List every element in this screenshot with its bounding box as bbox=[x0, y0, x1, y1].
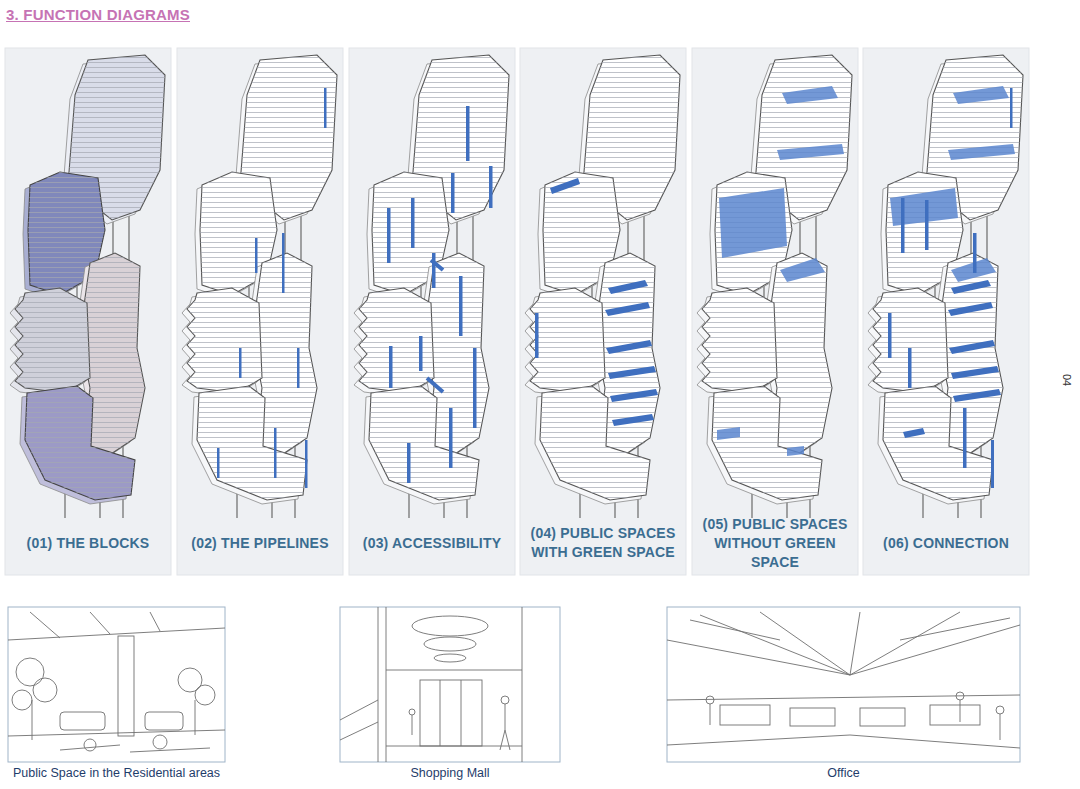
sketch-caption: Shopping Mall bbox=[410, 766, 489, 780]
sketch-residential bbox=[8, 612, 225, 752]
diagram-panel: (03) ACCESSIBILITY bbox=[349, 48, 515, 575]
caption-area: (06) CONNECTION bbox=[863, 511, 1029, 575]
diagram-panel: (02) THE PIPELINES bbox=[177, 48, 343, 575]
building-pipelines bbox=[182, 55, 337, 518]
panel-caption: (03) ACCESSIBILITY bbox=[363, 534, 501, 553]
sketch-office bbox=[667, 612, 1020, 748]
sketch-mall bbox=[340, 607, 522, 762]
building-green-space bbox=[525, 55, 680, 518]
caption-area: (02) THE PIPELINES bbox=[177, 511, 343, 575]
panel-grounds bbox=[5, 48, 1029, 575]
caption-area: (04) PUBLIC SPACES WITH GREEN SPACE bbox=[520, 511, 686, 575]
caption-area: (03) ACCESSIBILITY bbox=[349, 511, 515, 575]
sketch-frame: Public Space in the Residential areas bbox=[8, 607, 225, 785]
panel-caption: (06) CONNECTION bbox=[883, 534, 1009, 553]
diagram-panel: (04) PUBLIC SPACES WITH GREEN SPACE bbox=[520, 48, 686, 575]
sketch-frame: Shopping Mall bbox=[340, 607, 560, 785]
sketch-caption: Public Space in the Residential areas bbox=[13, 766, 220, 780]
page-number: 04 bbox=[1061, 374, 1073, 386]
building-blocks bbox=[10, 55, 165, 518]
caption-area: (05) PUBLIC SPACES WITHOUT GREEN SPACE bbox=[692, 511, 858, 575]
building-connection bbox=[868, 55, 1023, 518]
panel-caption: (04) PUBLIC SPACES WITH GREEN SPACE bbox=[525, 524, 681, 562]
diagram-panel: (05) PUBLIC SPACES WITHOUT GREEN SPACE bbox=[692, 48, 858, 575]
sketch-caption: Office bbox=[827, 766, 859, 780]
diagram-panel: (01) THE BLOCKS bbox=[5, 48, 171, 575]
panel-caption: (05) PUBLIC SPACES WITHOUT GREEN SPACE bbox=[697, 515, 853, 572]
caption-area: (01) THE BLOCKS bbox=[5, 511, 171, 575]
panel-caption: (02) THE PIPELINES bbox=[191, 534, 328, 553]
page-title: 3. FUNCTION DIAGRAMS bbox=[6, 6, 190, 23]
sketch-frames bbox=[8, 607, 1020, 762]
building-accessibility bbox=[354, 55, 509, 518]
diagram-panel: (06) CONNECTION bbox=[863, 48, 1029, 575]
building-public-space bbox=[697, 55, 852, 518]
sketch-frame: Office bbox=[667, 607, 1020, 785]
panel-caption: (01) THE BLOCKS bbox=[27, 534, 150, 553]
